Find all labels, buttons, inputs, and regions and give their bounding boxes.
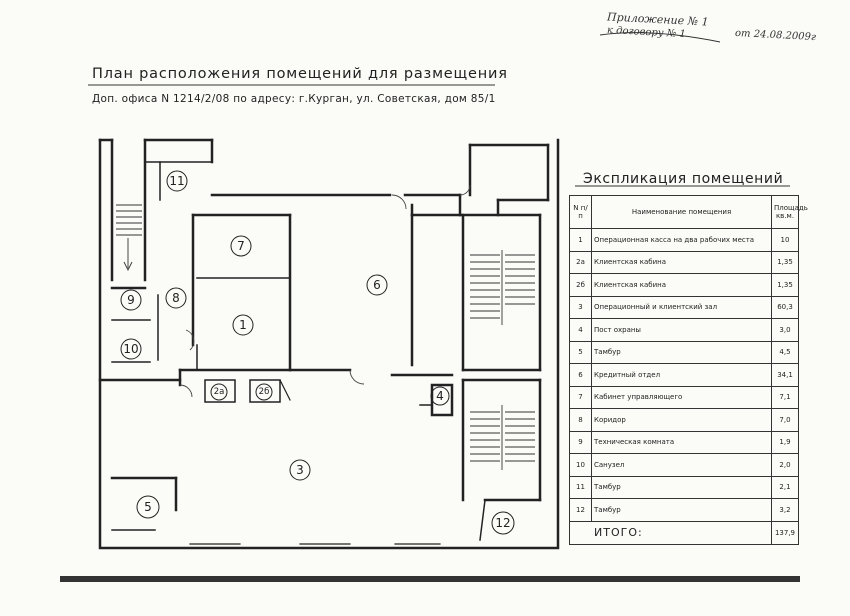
- row-area: 3,0: [771, 318, 799, 342]
- header-name: Наименование помещения: [591, 195, 772, 229]
- row-name: Санузел: [591, 453, 772, 477]
- room-label-11: 11: [169, 174, 185, 188]
- room-label-2a: 2а: [213, 387, 225, 397]
- row-area: 4,5: [771, 340, 799, 364]
- row-name: Операционная касса на два рабочих места: [591, 228, 772, 252]
- row-name: Клиентская кабина: [591, 250, 772, 274]
- table-header-row: N п/п Наименование помещения Площадь кв.…: [569, 195, 808, 229]
- row-name: Кредитный отдел: [591, 363, 772, 387]
- table-total-row: ИТОГО: 137,9: [569, 520, 799, 545]
- row-num: 11: [569, 475, 592, 499]
- row-num: 7: [569, 385, 592, 409]
- row-num: 8: [569, 408, 592, 432]
- row-name: Кабинет управляющего: [591, 385, 772, 409]
- row-area: 7,0: [771, 408, 799, 432]
- row-name: Тамбур: [591, 498, 772, 522]
- row-num: 3: [569, 295, 592, 319]
- row-num: 4: [569, 318, 592, 342]
- row-area: 1,35: [771, 273, 799, 297]
- row-name: Тамбур: [591, 475, 772, 499]
- room-label-10: 10: [123, 342, 139, 356]
- row-num: 2б: [569, 273, 592, 297]
- room-label-6: 6: [373, 278, 381, 292]
- row-num: 5: [569, 340, 592, 364]
- row-name: Тамбур: [591, 340, 772, 364]
- row-area: 1,9: [771, 430, 799, 454]
- room-label-2b: 2б: [258, 387, 270, 397]
- room-label-8: 8: [172, 291, 180, 305]
- row-area: 2,1: [771, 475, 799, 499]
- row-name: Пост охраны: [591, 318, 772, 342]
- plan-title: План расположения помещений для размещен…: [92, 66, 508, 82]
- row-area: 10: [771, 228, 799, 252]
- row-num: 6: [569, 363, 592, 387]
- room-label-1: 1: [239, 318, 247, 332]
- header-num: N п/п: [569, 195, 592, 229]
- row-num: 10: [569, 453, 592, 477]
- row-area: 1,35: [771, 250, 799, 274]
- explication-title: Экспликация помещений: [583, 171, 784, 187]
- room-label-12: 12: [495, 516, 511, 530]
- explication-table: N п/п Наименование помещения Площадь кв.…: [569, 195, 808, 545]
- row-name: Клиентская кабина: [591, 273, 772, 297]
- room-label-7: 7: [237, 239, 245, 253]
- row-area: 34,1: [771, 363, 799, 387]
- total-value: 137,9: [771, 520, 799, 545]
- row-num: 2а: [569, 250, 592, 274]
- row-area: 7,1: [771, 385, 799, 409]
- row-area: 60,3: [771, 295, 799, 319]
- room-label-5: 5: [144, 500, 152, 514]
- row-name: Техническая комната: [591, 430, 772, 454]
- room-label-3: 3: [296, 463, 304, 477]
- total-label: ИТОГО:: [569, 520, 772, 545]
- row-num: 1: [569, 228, 592, 252]
- row-num: 9: [569, 430, 592, 454]
- row-num: 12: [569, 498, 592, 522]
- row-area: 2,0: [771, 453, 799, 477]
- header-area: Площадь кв.м.: [771, 195, 808, 229]
- row-name: Коридор: [591, 408, 772, 432]
- room-label-4: 4: [436, 389, 444, 403]
- room-label-9: 9: [127, 293, 135, 307]
- row-name: Операционный и клиентский зал: [591, 295, 772, 319]
- plan-subtitle: Доп. офиса N 1214/2/08 по адресу: г.Кург…: [92, 93, 496, 105]
- row-area: 3,2: [771, 498, 799, 522]
